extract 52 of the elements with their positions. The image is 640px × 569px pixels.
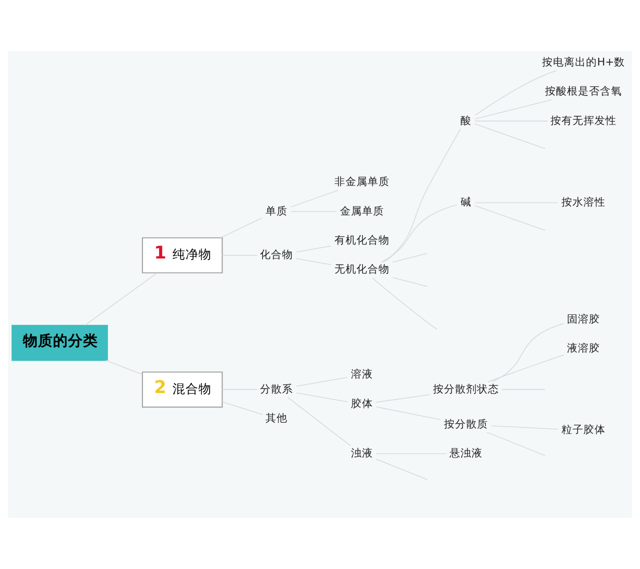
connector [392,277,428,287]
connector [474,123,546,150]
connector [287,397,351,446]
connector [492,323,564,382]
node-text: 胶体 [350,396,373,410]
node-text: 单质 [266,204,288,218]
connector [376,458,428,480]
connector [290,190,339,208]
node-text: 按有无挥发性 [550,114,617,127]
connector [84,272,158,326]
connector [296,246,332,252]
node-text: 固溶胶 [567,312,600,326]
connector [106,360,143,375]
node-text: 浊液 [350,446,373,460]
node-box: 2 混合物 [142,372,223,408]
node-text: 悬浊液 [449,446,482,460]
connector [488,354,564,382]
node-text: 按水溶性 [562,196,606,208]
connector [380,204,458,263]
node-text: 粒子胶体 [562,423,606,436]
node-text: 无机化合物 [334,262,390,276]
connector [491,425,559,430]
node-box: 物质的分类 [12,324,108,361]
node-text: 金属单质 [340,204,384,218]
node-text: 溶液 [350,368,373,381]
connector [376,394,430,403]
connector [296,376,348,387]
connector [474,205,546,231]
node-text: 非金属单质 [334,175,390,188]
node-text: 分散系 [260,382,294,396]
connector [220,217,263,238]
node-text: 按酸根是否含氧 [545,84,622,98]
connector [474,99,552,120]
connector [376,406,441,420]
node-text: 液溶胶 [567,341,600,354]
node-text: 按分散质 [444,417,488,430]
node-text: 酸 [460,114,472,127]
connector [372,278,437,330]
node-text: 碱 [460,196,472,208]
node-text: 有机化合物 [334,233,390,246]
connector [474,70,557,116]
node-text: 按分散剂状态 [432,382,499,396]
connector [392,252,428,263]
node-text: 其他 [266,411,288,424]
node-text: 按电离出的H+数 [542,55,626,68]
connector [486,432,546,456]
node-box: 1 纯净物 [142,237,223,274]
node-text: 化合物 [260,248,294,262]
connector [222,401,263,415]
connector [296,392,348,402]
connector [382,128,461,262]
connector [296,258,332,266]
